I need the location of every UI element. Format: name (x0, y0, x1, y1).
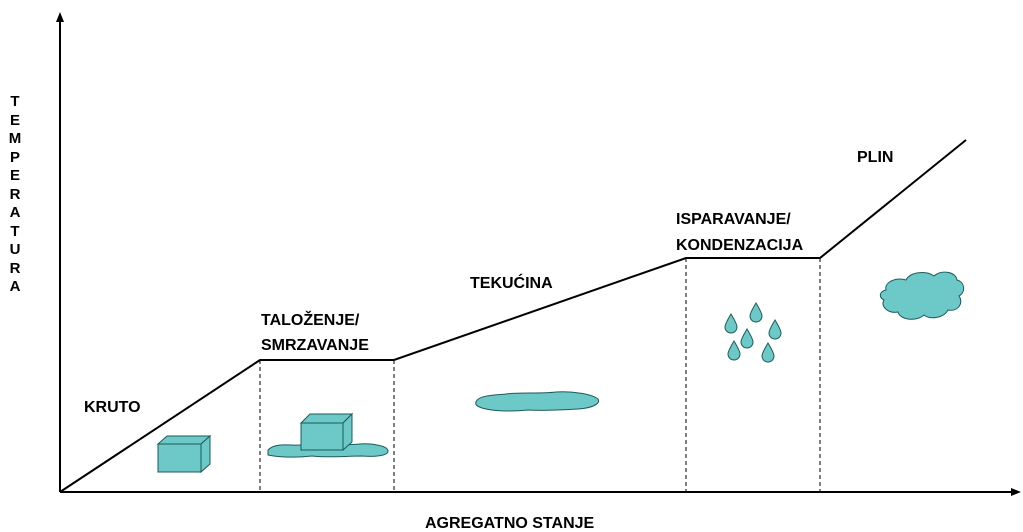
y-axis-label-letter: A (9, 278, 21, 295)
droplets-icon (724, 302, 782, 363)
ice-cube-icon (156, 434, 212, 474)
y-axis-label-letter: R (9, 259, 21, 277)
x-axis-arrow (1011, 488, 1021, 496)
boiling-plateau-box (685, 258, 821, 492)
y-axis-label-letter: P (9, 148, 20, 166)
cloud-icon (879, 271, 965, 320)
gas-label: PLIN (857, 149, 893, 166)
melting-plateau-box (259, 360, 395, 492)
y-axis-label-letter: A (9, 204, 21, 221)
y-axis-label-letter: U (9, 241, 21, 258)
puddle-icon (475, 391, 600, 412)
liquid-label: TEKUĆINA (470, 273, 553, 292)
melting-cube-icon (267, 412, 389, 458)
y-axis-label-letter: T (10, 222, 20, 240)
melting-label-line2: SMRZAVANJE (261, 337, 369, 354)
boiling-label-line1: ISPARAVANJE/ (676, 211, 791, 228)
boiling-label-line2: KONDENZACIJA (676, 237, 804, 254)
y-axis-label-letter: R (9, 185, 21, 203)
y-axis-label-letter: M (8, 130, 22, 147)
y-axis-arrow (56, 12, 64, 22)
melting-label-line1: TALOŽENJE/ (261, 310, 360, 329)
y-axis-label-letter: T (10, 93, 20, 110)
x-axis-label: AGREGATNO STANJE (425, 515, 595, 532)
solid-label: KRUTO (84, 399, 141, 416)
y-axis-label-letter: E (9, 111, 20, 129)
heating-curve (59, 139, 967, 493)
y-axis-label-letter: E (9, 167, 20, 184)
